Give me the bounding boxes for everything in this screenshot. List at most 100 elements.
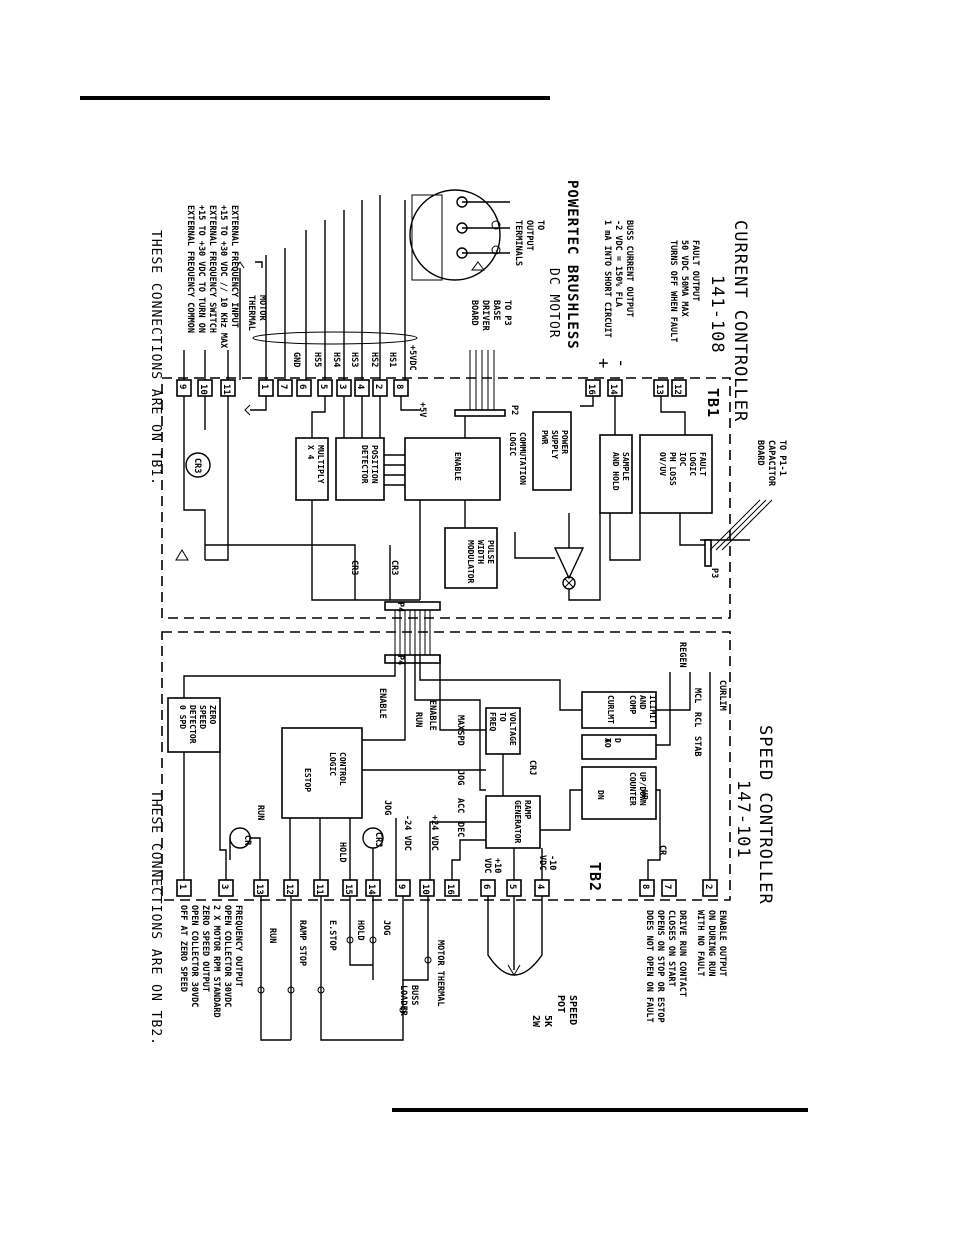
freq-out-label: ZERO SPEED OUTPUT (200, 905, 210, 992)
hold-label: HOLD (337, 842, 347, 862)
tb1-terminal[interactable]: 4 (355, 384, 365, 390)
tb2-terminal[interactable]: 1 (177, 884, 187, 889)
to-p1-2: CAPACITOR (766, 440, 776, 487)
vdc-label: VDC (482, 858, 492, 873)
block-text: D (613, 738, 622, 743)
regen-label: REGEN (677, 642, 687, 668)
pwm-block (444, 527, 498, 589)
drive-run-label: DOES NOT OPEN ON FAULT (644, 910, 654, 1023)
rcl-label: RCL (692, 712, 702, 727)
tb2-terminal[interactable]: 16 (445, 884, 455, 895)
crj-label: CRJ (527, 760, 537, 775)
tb1-terminal[interactable]: 3 (337, 384, 347, 389)
plus24-label: +24 VDC (429, 815, 439, 851)
tb1-terminal[interactable]: 2 (373, 384, 383, 389)
acc-label: ACC (455, 798, 465, 813)
tb1-terminal[interactable]: 8 (394, 384, 404, 389)
block-text: COUNTER (628, 772, 637, 806)
speed-pot-5k: 5K (542, 1015, 553, 1027)
block-text: LOGIC (508, 432, 517, 456)
speed-controller-model: 147-101 (733, 780, 753, 859)
enable-output-label: ENABLE OUTPUT (717, 910, 727, 977)
estop-switch-label: E.STOP (327, 920, 337, 951)
tb2-terminal[interactable]: 7 (662, 884, 672, 889)
tb2-terminal[interactable]: 12 (284, 884, 294, 895)
enable-output-label: ON DURING RUN (706, 910, 716, 977)
freq-out-label: OFF AT ZERO SPEED (178, 905, 188, 992)
tb1-terminals: 13 12 14 16 8 2 4 3 6 5 7 1 11 10 9 (176, 379, 687, 397)
tb1-terminal[interactable]: 16 (586, 384, 596, 395)
drive-run-label: OPENS ON STOP OR ESTOP (655, 910, 665, 1023)
zero-speed-block (167, 697, 221, 753)
cr3-label: CR3 (389, 560, 399, 575)
tb1-label: TB1 (704, 388, 722, 418)
cr3-coil-icon (185, 452, 211, 478)
signal-gnd: GND (291, 352, 301, 367)
block-text: SAMPLE (621, 452, 630, 481)
tb2-terminal[interactable]: 11 (314, 884, 324, 895)
tb1-terminal[interactable]: 12 (672, 384, 682, 395)
block-text: LOGIC (688, 452, 697, 476)
multiply-block (295, 437, 329, 501)
tb2-terminal[interactable]: 10 (420, 884, 430, 895)
motor-name-1: POWERTEC BRUSHLESS (564, 180, 580, 350)
ext-freq-4: +15 TO +30 VDC TO TURN ON (196, 205, 206, 333)
block-text: COMP (628, 695, 637, 714)
block-text: MULTIPLY (316, 445, 325, 484)
block-text: GENERATOR (513, 800, 522, 844)
jog-relay-label: JOG (382, 800, 392, 815)
tb2-terminal[interactable]: 2 (703, 884, 713, 889)
hold-switch-label: HOLD (355, 920, 365, 940)
block-text: 0 SPD (178, 705, 187, 729)
tb2-terminal[interactable]: 14 (366, 884, 376, 895)
tb2-terminal[interactable]: 15 (343, 884, 353, 895)
block-text: PWR (540, 430, 549, 445)
tb2-terminal[interactable]: 8 (640, 884, 650, 889)
freq-out-label: OPEN COLLECTOR 30VDC (189, 905, 199, 1007)
to-p1-3: BOARD (755, 440, 765, 466)
tb1-terminal[interactable]: 10 (198, 384, 208, 395)
tb1-terminal[interactable]: 7 (278, 384, 288, 389)
cr-label: CR (242, 835, 252, 846)
block-text: FAULT (698, 452, 707, 476)
block-text: LOGIC (328, 752, 337, 776)
block-text: ENABLE (453, 452, 462, 481)
tb2-terminal[interactable]: 3 (219, 884, 229, 889)
cr3-label: CR3 (349, 560, 359, 575)
p4-label: P4 (395, 655, 405, 665)
control-logic-block (281, 727, 363, 819)
tb1-terminal[interactable]: 5 (318, 384, 328, 389)
tb1-terminal[interactable]: 11 (221, 384, 231, 395)
block-text: WIDTH (476, 540, 485, 564)
p2-label: P2 (509, 405, 519, 415)
run-switch-label: RUN (267, 928, 277, 943)
tb2-terminal[interactable]: 4 (535, 884, 545, 890)
ext-freq-5: EXTERNAL FREQUENCY COMMON (185, 205, 195, 333)
tb1-terminal[interactable]: 1 (259, 384, 269, 389)
block-text: IOC (678, 452, 687, 467)
tb2-terminal[interactable]: 6 (481, 884, 491, 889)
freq-out-label: OPEN COLLECTOR 30VDC (222, 905, 232, 1007)
tb2-terminal[interactable]: 9 (396, 884, 406, 889)
signal-hs2: HS2 (369, 352, 379, 367)
block-text: MODULATOR (466, 540, 475, 584)
tb2-label: TB2 (586, 862, 604, 892)
to-p3-4: BOARD (469, 300, 479, 326)
ramp-stop-switch-label: RAMP STOP (297, 920, 307, 966)
tb1-terminal[interactable]: 9 (177, 384, 187, 389)
tb1-terminal[interactable]: 14 (608, 384, 618, 395)
current-controller-title: CURRENT CONTROLLER (730, 220, 750, 422)
speed-controller-title: SPEED CONTROLLER (755, 725, 775, 905)
motor-symbol (409, 189, 501, 281)
block-text: UP/DOWN (638, 772, 647, 806)
tb2-terminal[interactable]: 5 (507, 884, 517, 889)
drive-run-label: CLOSES ON START (666, 910, 676, 987)
drive-run-label: DRIVE RUN CONTACT (677, 910, 687, 997)
tb2-terminal[interactable]: 13 (254, 884, 264, 895)
motor-thermal-label: MOTOR THERMAL (435, 940, 445, 1007)
tb1-terminal[interactable]: 13 (654, 384, 664, 395)
block-text: TO (498, 712, 507, 722)
tb1-terminal[interactable]: 6 (297, 384, 307, 389)
block-text: X 4 (306, 445, 315, 460)
